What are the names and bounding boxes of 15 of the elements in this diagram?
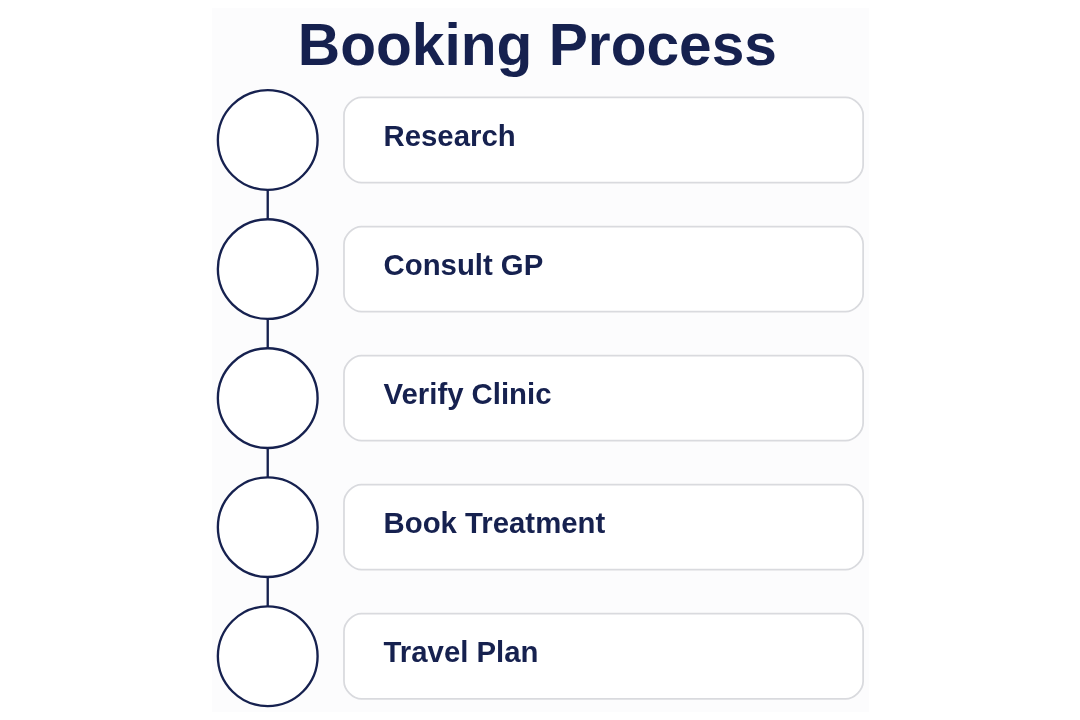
node-circle — [216, 89, 319, 192]
node-box: Verify Clinic — [342, 354, 864, 442]
connector — [266, 448, 269, 478]
node-box: Travel Plan — [342, 612, 864, 700]
node-box: Research — [342, 96, 864, 184]
node-circle — [216, 476, 319, 579]
node-circle — [216, 347, 319, 450]
node-circle — [216, 605, 319, 708]
diagram-title: Booking Process — [297, 12, 777, 78]
connector — [266, 577, 269, 607]
node-circle — [216, 218, 319, 321]
node-box: Book Treatment — [342, 483, 864, 571]
connector — [266, 189, 269, 220]
connector — [266, 318, 269, 349]
node-box: Consult GP — [342, 225, 864, 313]
